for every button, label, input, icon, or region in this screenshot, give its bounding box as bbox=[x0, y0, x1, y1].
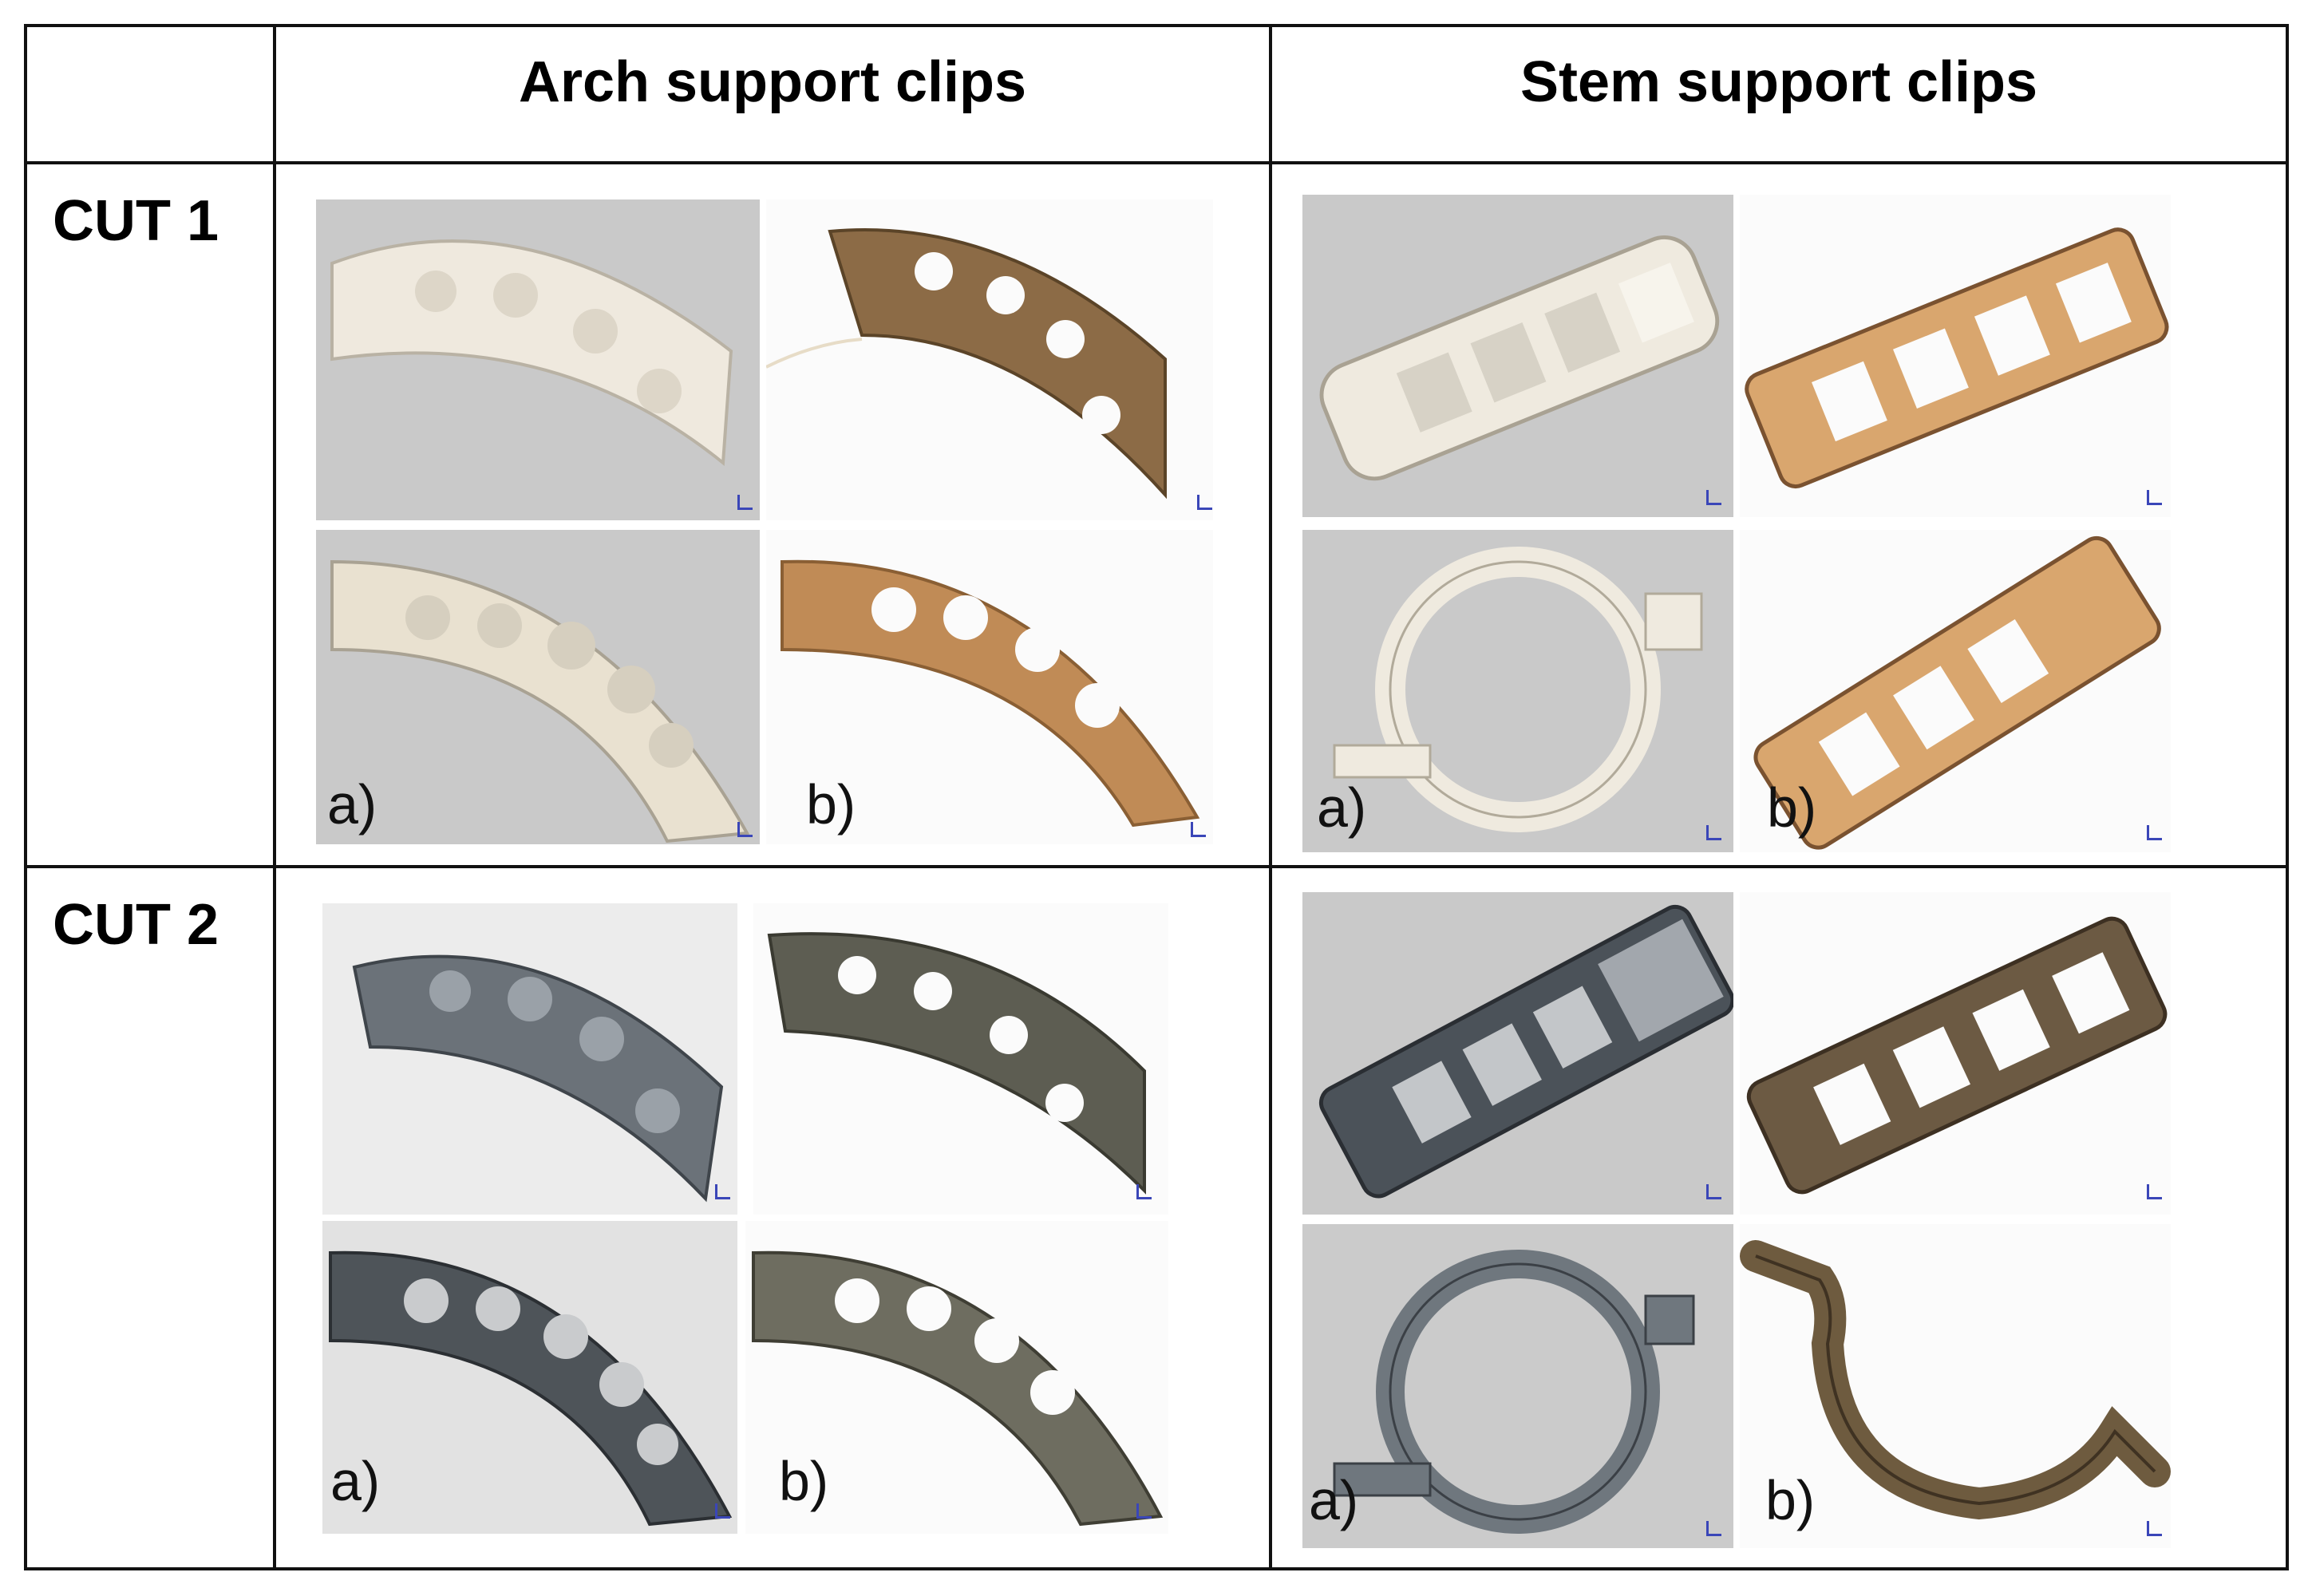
table-border-bottom bbox=[24, 1567, 2289, 1570]
panel-label-a: a) bbox=[330, 1450, 381, 1512]
header-arch-support-clips: Arch support clips bbox=[518, 50, 1027, 114]
panel-label-b: b) bbox=[779, 1450, 829, 1512]
arch-clip-image bbox=[767, 932, 1146, 1195]
cut1-stem-weathered-top-photo bbox=[1740, 195, 2171, 517]
cut2-arch-weathered-bottom-photo bbox=[745, 1221, 1168, 1534]
scale-bar bbox=[1197, 495, 1212, 510]
scale-bar bbox=[1706, 1521, 1721, 1536]
cut1-stem-new-bottom-photo bbox=[1302, 530, 1733, 852]
scale-bar bbox=[1706, 1184, 1721, 1199]
table-border-col1 bbox=[273, 24, 276, 1570]
arch-clip-image bbox=[752, 1250, 1164, 1527]
cut1-arch-weathered-top-photo bbox=[766, 200, 1213, 520]
scale-bar bbox=[715, 1503, 730, 1519]
cut2-stem-weathered-top-photo bbox=[1740, 892, 2171, 1215]
scale-bar bbox=[1191, 822, 1206, 837]
scale-bar bbox=[2147, 490, 2162, 505]
table-border-left bbox=[24, 24, 27, 1570]
scale-bar bbox=[1706, 490, 1721, 505]
stem-clip-image bbox=[1333, 547, 1703, 832]
scale-bar bbox=[737, 822, 753, 837]
table-border-header bbox=[24, 161, 2289, 164]
table-border-col2 bbox=[1269, 24, 1272, 1570]
scale-bar bbox=[737, 495, 753, 510]
arch-clip-image bbox=[329, 1250, 733, 1527]
row-label-cut-2: CUT 2 bbox=[53, 893, 219, 957]
table-border-middle bbox=[24, 865, 2289, 868]
cut1-arch-new-top-photo bbox=[316, 200, 760, 520]
table-border-right bbox=[2286, 24, 2289, 1570]
panel-label-b: b) bbox=[1765, 1469, 1816, 1531]
panel-label-a: a) bbox=[327, 773, 377, 836]
stem-clip-image bbox=[1745, 227, 2169, 489]
table-border-top bbox=[24, 24, 2289, 27]
stem-clip-image bbox=[1746, 916, 2168, 1195]
row-label-cut-1: CUT 1 bbox=[53, 189, 219, 253]
scale-bar bbox=[2147, 1521, 2162, 1536]
arch-clip-image bbox=[352, 954, 724, 1203]
cut2-arch-new-bottom-photo bbox=[322, 1221, 737, 1534]
scale-bar bbox=[1136, 1503, 1152, 1519]
stem-clip-image bbox=[1319, 235, 1720, 481]
stem-clip-image bbox=[1318, 904, 1733, 1199]
scale-bar bbox=[2147, 825, 2162, 840]
panel-label-a: a) bbox=[1309, 1469, 1359, 1531]
scale-bar bbox=[2147, 1184, 2162, 1199]
stem-clip-image bbox=[1333, 1250, 1695, 1534]
arch-clip-image bbox=[330, 239, 733, 466]
cut2-stem-weathered-bottom-photo bbox=[1740, 1224, 2171, 1548]
cut2-stem-new-top-photo bbox=[1302, 892, 1733, 1215]
cut2-arch-weathered-top-photo bbox=[753, 903, 1168, 1215]
panel-label-b: b) bbox=[1767, 776, 1817, 839]
cut2-arch-new-top-photo bbox=[322, 903, 737, 1215]
cut1-stem-new-top-photo bbox=[1302, 195, 1733, 517]
cut1-arch-weathered-bottom-photo bbox=[766, 530, 1213, 844]
scale-bar bbox=[715, 1184, 730, 1199]
scale-bar bbox=[1136, 1184, 1152, 1199]
panel-label-b: b) bbox=[806, 773, 856, 836]
stem-clip-image bbox=[1753, 535, 2161, 850]
stem-clip-image bbox=[1740, 1240, 2171, 1520]
header-stem-support-clips: Stem support clips bbox=[1520, 50, 2038, 114]
cut1-stem-weathered-bottom-photo bbox=[1740, 530, 2171, 852]
arch-clip-image bbox=[330, 559, 750, 843]
scale-bar bbox=[1706, 825, 1721, 840]
panel-label-a: a) bbox=[1317, 776, 1367, 839]
arch-clip-image bbox=[766, 228, 1167, 500]
cut2-stem-new-bottom-photo bbox=[1302, 1224, 1733, 1548]
cut1-arch-new-bottom-photo bbox=[316, 530, 760, 844]
arch-clip-image bbox=[781, 559, 1200, 828]
